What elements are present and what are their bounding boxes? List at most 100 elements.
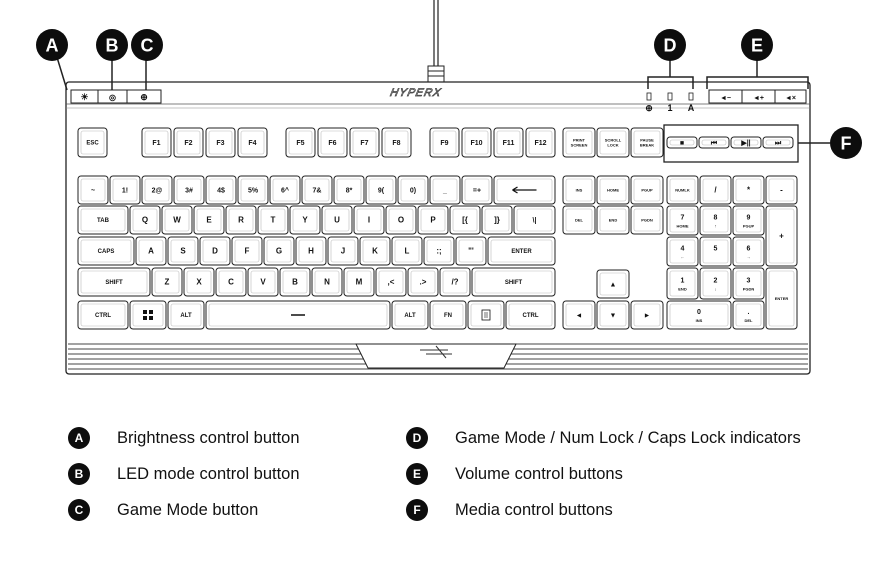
- key-npadd[interactable]: +: [765, 205, 798, 267]
- key-f11[interactable]: F11: [493, 127, 524, 158]
- key-f9[interactable]: F9: [429, 127, 460, 158]
- key-tilde[interactable]: ~: [77, 175, 109, 205]
- key-y[interactable]: Y: [289, 205, 321, 235]
- key-n7[interactable]: 7&: [301, 175, 333, 205]
- key-b[interactable]: B: [279, 267, 311, 297]
- key-lalt[interactable]: ALT: [167, 300, 205, 330]
- volume-up-button[interactable]: ◄+: [741, 89, 776, 104]
- mute-button[interactable]: ◄×: [774, 89, 807, 104]
- game-mode-button[interactable]: ⊕: [126, 89, 162, 104]
- key-rshift[interactable]: SHIFT: [471, 267, 556, 297]
- key-win[interactable]: [129, 300, 167, 330]
- key-f[interactable]: F: [231, 236, 263, 266]
- key-caps[interactable]: CAPS: [77, 236, 135, 266]
- key-e[interactable]: E: [193, 205, 225, 235]
- key-o[interactable]: O: [385, 205, 417, 235]
- key-media-stop[interactable]: ■: [666, 136, 698, 149]
- key-quote[interactable]: "': [455, 236, 487, 266]
- key-f3[interactable]: F3: [205, 127, 236, 158]
- key-d[interactable]: D: [199, 236, 231, 266]
- key-lshift[interactable]: SHIFT: [77, 267, 151, 297]
- key-slash[interactable]: /?: [439, 267, 471, 297]
- key-f7[interactable]: F7: [349, 127, 380, 158]
- key-s[interactable]: S: [167, 236, 199, 266]
- key-up[interactable]: ▲: [596, 269, 630, 299]
- key-npdiv[interactable]: /: [699, 175, 732, 205]
- key-fn[interactable]: FN: [429, 300, 467, 330]
- key-rbr[interactable]: ]}: [481, 205, 513, 235]
- key-equal[interactable]: =+: [461, 175, 493, 205]
- key-np5[interactable]: 5: [699, 236, 732, 267]
- key-media-play[interactable]: ▶||: [730, 136, 762, 149]
- key-media-prev[interactable]: ⏮: [698, 136, 730, 149]
- key-comma[interactable]: ,<: [375, 267, 407, 297]
- key-f12[interactable]: F12: [525, 127, 556, 158]
- key-n5[interactable]: 5%: [237, 175, 269, 205]
- key-end[interactable]: END: [596, 205, 630, 235]
- key-npenter[interactable]: ENTER: [765, 267, 798, 330]
- key-n0[interactable]: 0): [397, 175, 429, 205]
- key-down[interactable]: ▼: [596, 300, 630, 330]
- key-n6[interactable]: 6^: [269, 175, 301, 205]
- key-l[interactable]: L: [391, 236, 423, 266]
- key-ins[interactable]: INS: [562, 175, 596, 205]
- key-period[interactable]: .>: [407, 267, 439, 297]
- key-r[interactable]: R: [225, 205, 257, 235]
- volume-down-button[interactable]: ◄−: [708, 89, 743, 104]
- key-f5[interactable]: F5: [285, 127, 316, 158]
- key-g[interactable]: G: [263, 236, 295, 266]
- key-npsub[interactable]: -: [765, 175, 798, 205]
- key-c[interactable]: C: [215, 267, 247, 297]
- key-semi[interactable]: :;: [423, 236, 455, 266]
- key-x[interactable]: X: [183, 267, 215, 297]
- key-n4[interactable]: 4$: [205, 175, 237, 205]
- led-mode-control-button[interactable]: ◎: [97, 89, 128, 104]
- key-h[interactable]: H: [295, 236, 327, 266]
- key-n1[interactable]: 1!: [109, 175, 141, 205]
- key-backspace[interactable]: [493, 175, 556, 205]
- key-f8[interactable]: F8: [381, 127, 412, 158]
- key-n8[interactable]: 8*: [333, 175, 365, 205]
- key-n3[interactable]: 3#: [173, 175, 205, 205]
- key-v[interactable]: V: [247, 267, 279, 297]
- key-ralt[interactable]: ALT: [391, 300, 429, 330]
- key-pgup[interactable]: PGUP: [630, 175, 664, 205]
- key-f4[interactable]: F4: [237, 127, 268, 158]
- key-n[interactable]: N: [311, 267, 343, 297]
- key-n2[interactable]: 2@: [141, 175, 173, 205]
- key-npdot[interactable]: .DEL: [732, 300, 765, 330]
- key-f10[interactable]: F10: [461, 127, 492, 158]
- key-np2[interactable]: 2↓: [699, 267, 732, 300]
- key-j[interactable]: J: [327, 236, 359, 266]
- key-lctrl[interactable]: CTRL: [77, 300, 129, 330]
- key-space[interactable]: [205, 300, 391, 330]
- key-del[interactable]: DEL: [562, 205, 596, 235]
- key-u[interactable]: U: [321, 205, 353, 235]
- key-z[interactable]: Z: [151, 267, 183, 297]
- key-n9[interactable]: 9(: [365, 175, 397, 205]
- key-np8[interactable]: 8↑: [699, 205, 732, 236]
- key-p[interactable]: P: [417, 205, 449, 235]
- key-tab[interactable]: TAB: [77, 205, 129, 235]
- key-lbr[interactable]: [{: [449, 205, 481, 235]
- key-right[interactable]: ►: [630, 300, 664, 330]
- key-bslash[interactable]: \|: [513, 205, 556, 235]
- key-rctrl[interactable]: CTRL: [505, 300, 556, 330]
- key-a[interactable]: A: [135, 236, 167, 266]
- key-media-next[interactable]: ⏭: [762, 136, 794, 149]
- key-home[interactable]: HOME: [596, 175, 630, 205]
- key-left[interactable]: ◄: [562, 300, 596, 330]
- key-f2[interactable]: F2: [173, 127, 204, 158]
- key-f1[interactable]: F1: [141, 127, 172, 158]
- key-npmul[interactable]: *: [732, 175, 765, 205]
- key-k[interactable]: K: [359, 236, 391, 266]
- key-minus[interactable]: _: [429, 175, 461, 205]
- brightness-control-button[interactable]: ☀: [70, 89, 99, 104]
- key-t[interactable]: T: [257, 205, 289, 235]
